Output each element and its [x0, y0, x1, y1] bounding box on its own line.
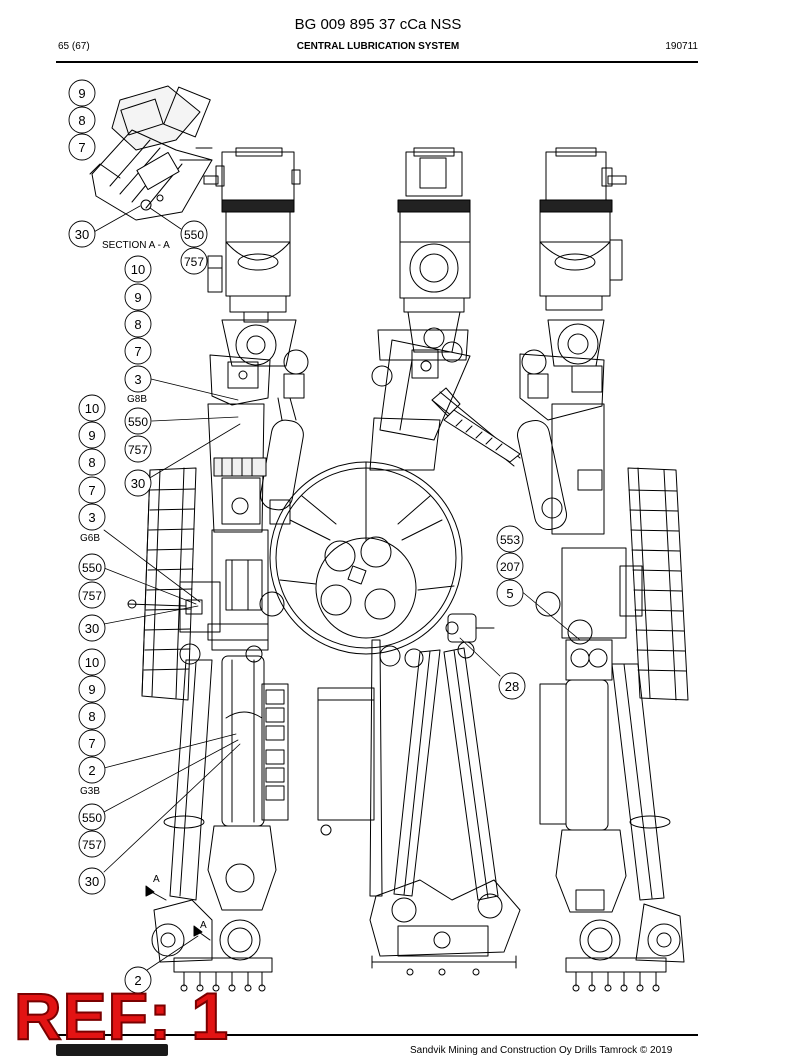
callout-550: 550 — [184, 228, 204, 242]
document-title: BG 009 895 37 cCa NSS — [294, 16, 462, 33]
callout-28: 28 — [505, 679, 519, 694]
callout-30: 30 — [75, 227, 89, 242]
callout-10: 10 — [85, 655, 99, 670]
view-marker-a-lower: A — [200, 920, 207, 931]
callout-bubbles — [68, 79, 526, 994]
callout-8: 8 — [134, 317, 141, 332]
left-boom-assembly — [127, 147, 309, 992]
header-rule — [56, 61, 698, 63]
callout-2: 2 — [88, 763, 95, 778]
leader-lines — [91, 205, 581, 971]
callout-7: 7 — [88, 736, 95, 751]
callout-2: 2 — [134, 973, 141, 988]
callout-8: 8 — [88, 455, 95, 470]
callout-7: 7 — [88, 483, 95, 498]
callout-9: 9 — [88, 682, 95, 697]
callout-7: 7 — [78, 140, 85, 155]
callout-9: 9 — [78, 86, 85, 101]
callout-10: 10 — [131, 262, 145, 277]
callout-7: 7 — [134, 344, 141, 359]
callout-3: 3 — [88, 510, 95, 525]
callout-10: 10 — [85, 401, 99, 416]
group-label-g6b: G6B — [80, 533, 100, 544]
callout-550: 550 — [128, 415, 148, 429]
callout-30: 30 — [131, 476, 145, 491]
callout-30: 30 — [85, 621, 99, 636]
center-boom-assembly — [269, 147, 521, 976]
callout-8: 8 — [78, 113, 85, 128]
footer-rule — [56, 1034, 698, 1036]
callout-5: 5 — [506, 586, 513, 601]
callout-757: 757 — [82, 589, 102, 603]
callout-3: 3 — [134, 372, 141, 387]
callout-numbers: 9 8 7 30 550 757 10 9 8 7 3 10 550 9 757… — [75, 86, 521, 988]
drawing-labels: SECTION A - A G8B G6B G3B A A — [80, 240, 207, 931]
footer-copyright: Sandvik Mining and Construction Oy Drill… — [410, 1045, 673, 1056]
section-title: CENTRAL LUBRICATION SYSTEM — [296, 41, 460, 52]
callout-30: 30 — [85, 874, 99, 889]
callout-550: 550 — [82, 561, 102, 575]
callout-757: 757 — [82, 838, 102, 852]
group-label-g8b: G8B — [127, 394, 147, 405]
right-boom-assembly — [517, 147, 689, 992]
callout-9: 9 — [88, 428, 95, 443]
section-label: SECTION A - A — [102, 240, 170, 251]
section-cut-markers — [145, 885, 211, 941]
callout-757: 757 — [184, 255, 204, 269]
callout-9: 9 — [134, 290, 141, 305]
document-date: 190711 — [665, 41, 698, 52]
callout-757: 757 — [128, 443, 148, 457]
callout-207: 207 — [500, 560, 520, 574]
group-label-g3b: G3B — [80, 786, 100, 797]
view-marker-a-upper: A — [153, 874, 160, 885]
section-a-a-detail — [89, 85, 213, 221]
callout-8: 8 — [88, 709, 95, 724]
page-number: 65 (67) — [58, 41, 90, 52]
callout-553: 553 — [500, 533, 520, 547]
ref-stamp: REF: 1 — [13, 979, 230, 1053]
callout-550: 550 — [82, 811, 102, 825]
